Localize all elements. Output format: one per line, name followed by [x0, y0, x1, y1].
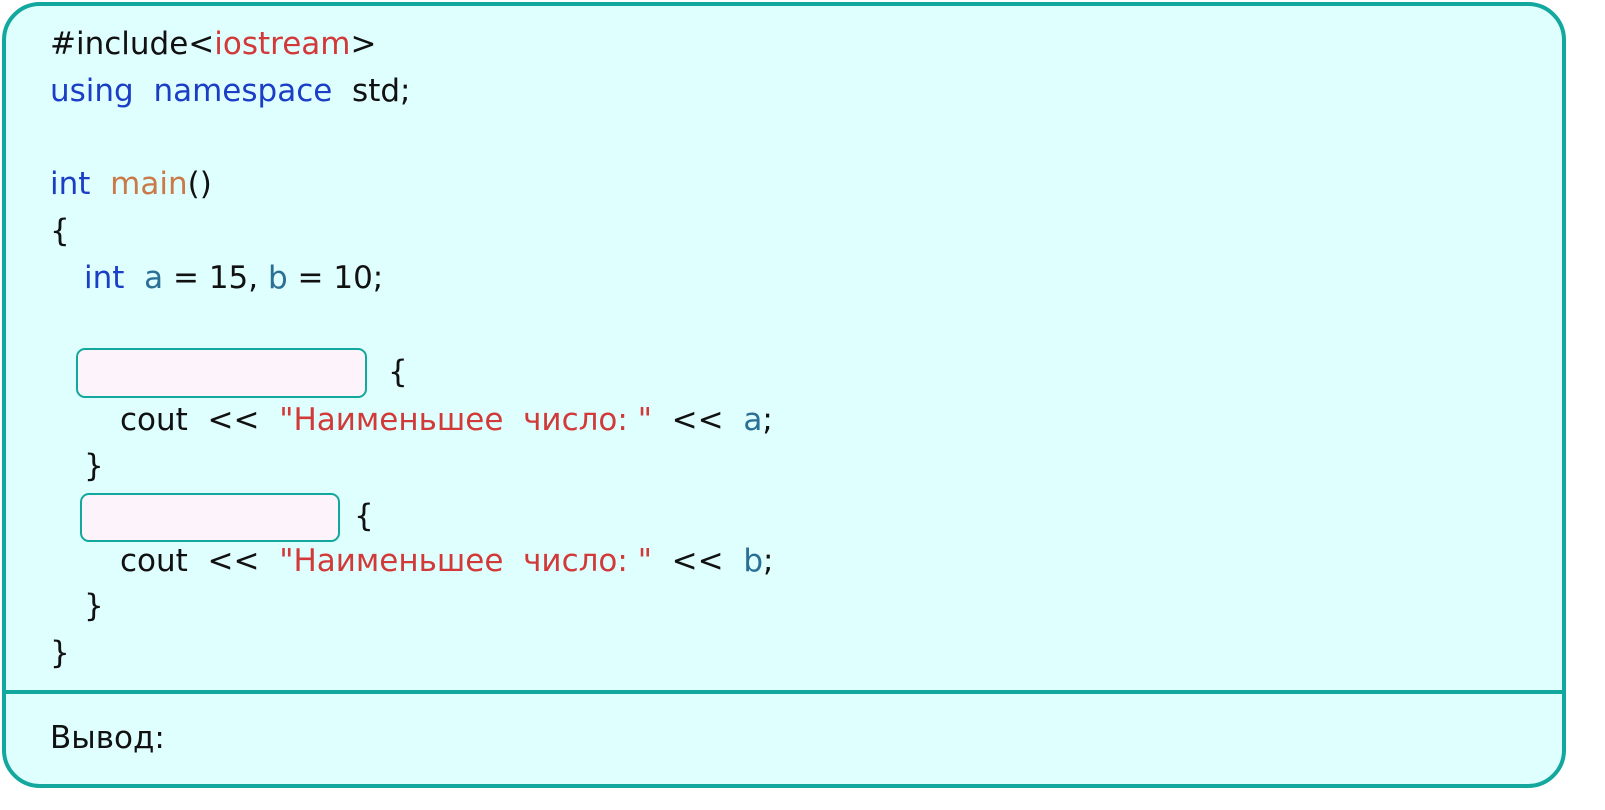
message-string: "Наименьшее число: " [279, 402, 652, 438]
if-close-brace-1: } [84, 446, 104, 486]
main-close-brace: } [50, 633, 70, 673]
cout-operator: << [651, 543, 744, 579]
brace-text: } [50, 635, 70, 671]
condition-blank-1[interactable] [76, 348, 367, 398]
brace-text: } [84, 588, 104, 624]
message-string: "Наименьшее число: " [279, 543, 652, 579]
main-signature-line: int main() [50, 164, 212, 204]
main-open-brace: { [50, 211, 70, 251]
output-variable-a: a [743, 402, 763, 438]
cout-prefix: cout << [120, 543, 280, 579]
main-function-name: main [110, 166, 188, 202]
std-text: std; [352, 73, 411, 109]
output-divider [6, 690, 1562, 694]
main-parens: () [187, 166, 212, 202]
variable-a: a [144, 260, 164, 296]
include-line: #include<iostream> [50, 24, 376, 64]
brace-text: { [50, 213, 70, 249]
output-variable-b: b [743, 543, 764, 579]
semicolon: ; [762, 402, 773, 438]
variable-b: b [267, 260, 288, 296]
assign-b-text: = 10; [287, 260, 384, 296]
cout-prefix: cout << [120, 402, 280, 438]
int-keyword: int [50, 166, 91, 202]
int-keyword-decl: int [84, 260, 125, 296]
using-line: using namespace std; [50, 71, 410, 111]
semicolon: ; [763, 543, 774, 579]
cout-b-line: cout << "Наименьшее число: " << b; [120, 541, 773, 581]
output-label: Вывод: [50, 720, 165, 756]
if-close-brace-2: } [84, 586, 104, 626]
brace-text: { [354, 498, 374, 534]
include-suffix: > [350, 26, 377, 62]
assign-a-text: = 15, [163, 260, 268, 296]
declaration-line: int a = 15, b = 10; [84, 258, 383, 298]
cout-operator: << [651, 402, 744, 438]
code-exercise-card: #include<iostream> using namespace std; … [2, 2, 1566, 788]
brace-text: { [388, 354, 408, 390]
brace-text: } [84, 448, 104, 484]
if-open-brace-1: { [388, 352, 408, 392]
cout-a-line: cout << "Наименьшее число: " << a; [120, 400, 773, 440]
condition-blank-2[interactable] [80, 493, 340, 542]
if-open-brace-2: { [354, 496, 374, 536]
namespace-keyword: namespace [153, 73, 333, 109]
include-prefix: #include< [50, 26, 215, 62]
include-library: iostream [214, 26, 351, 62]
using-keyword: using [50, 73, 134, 109]
